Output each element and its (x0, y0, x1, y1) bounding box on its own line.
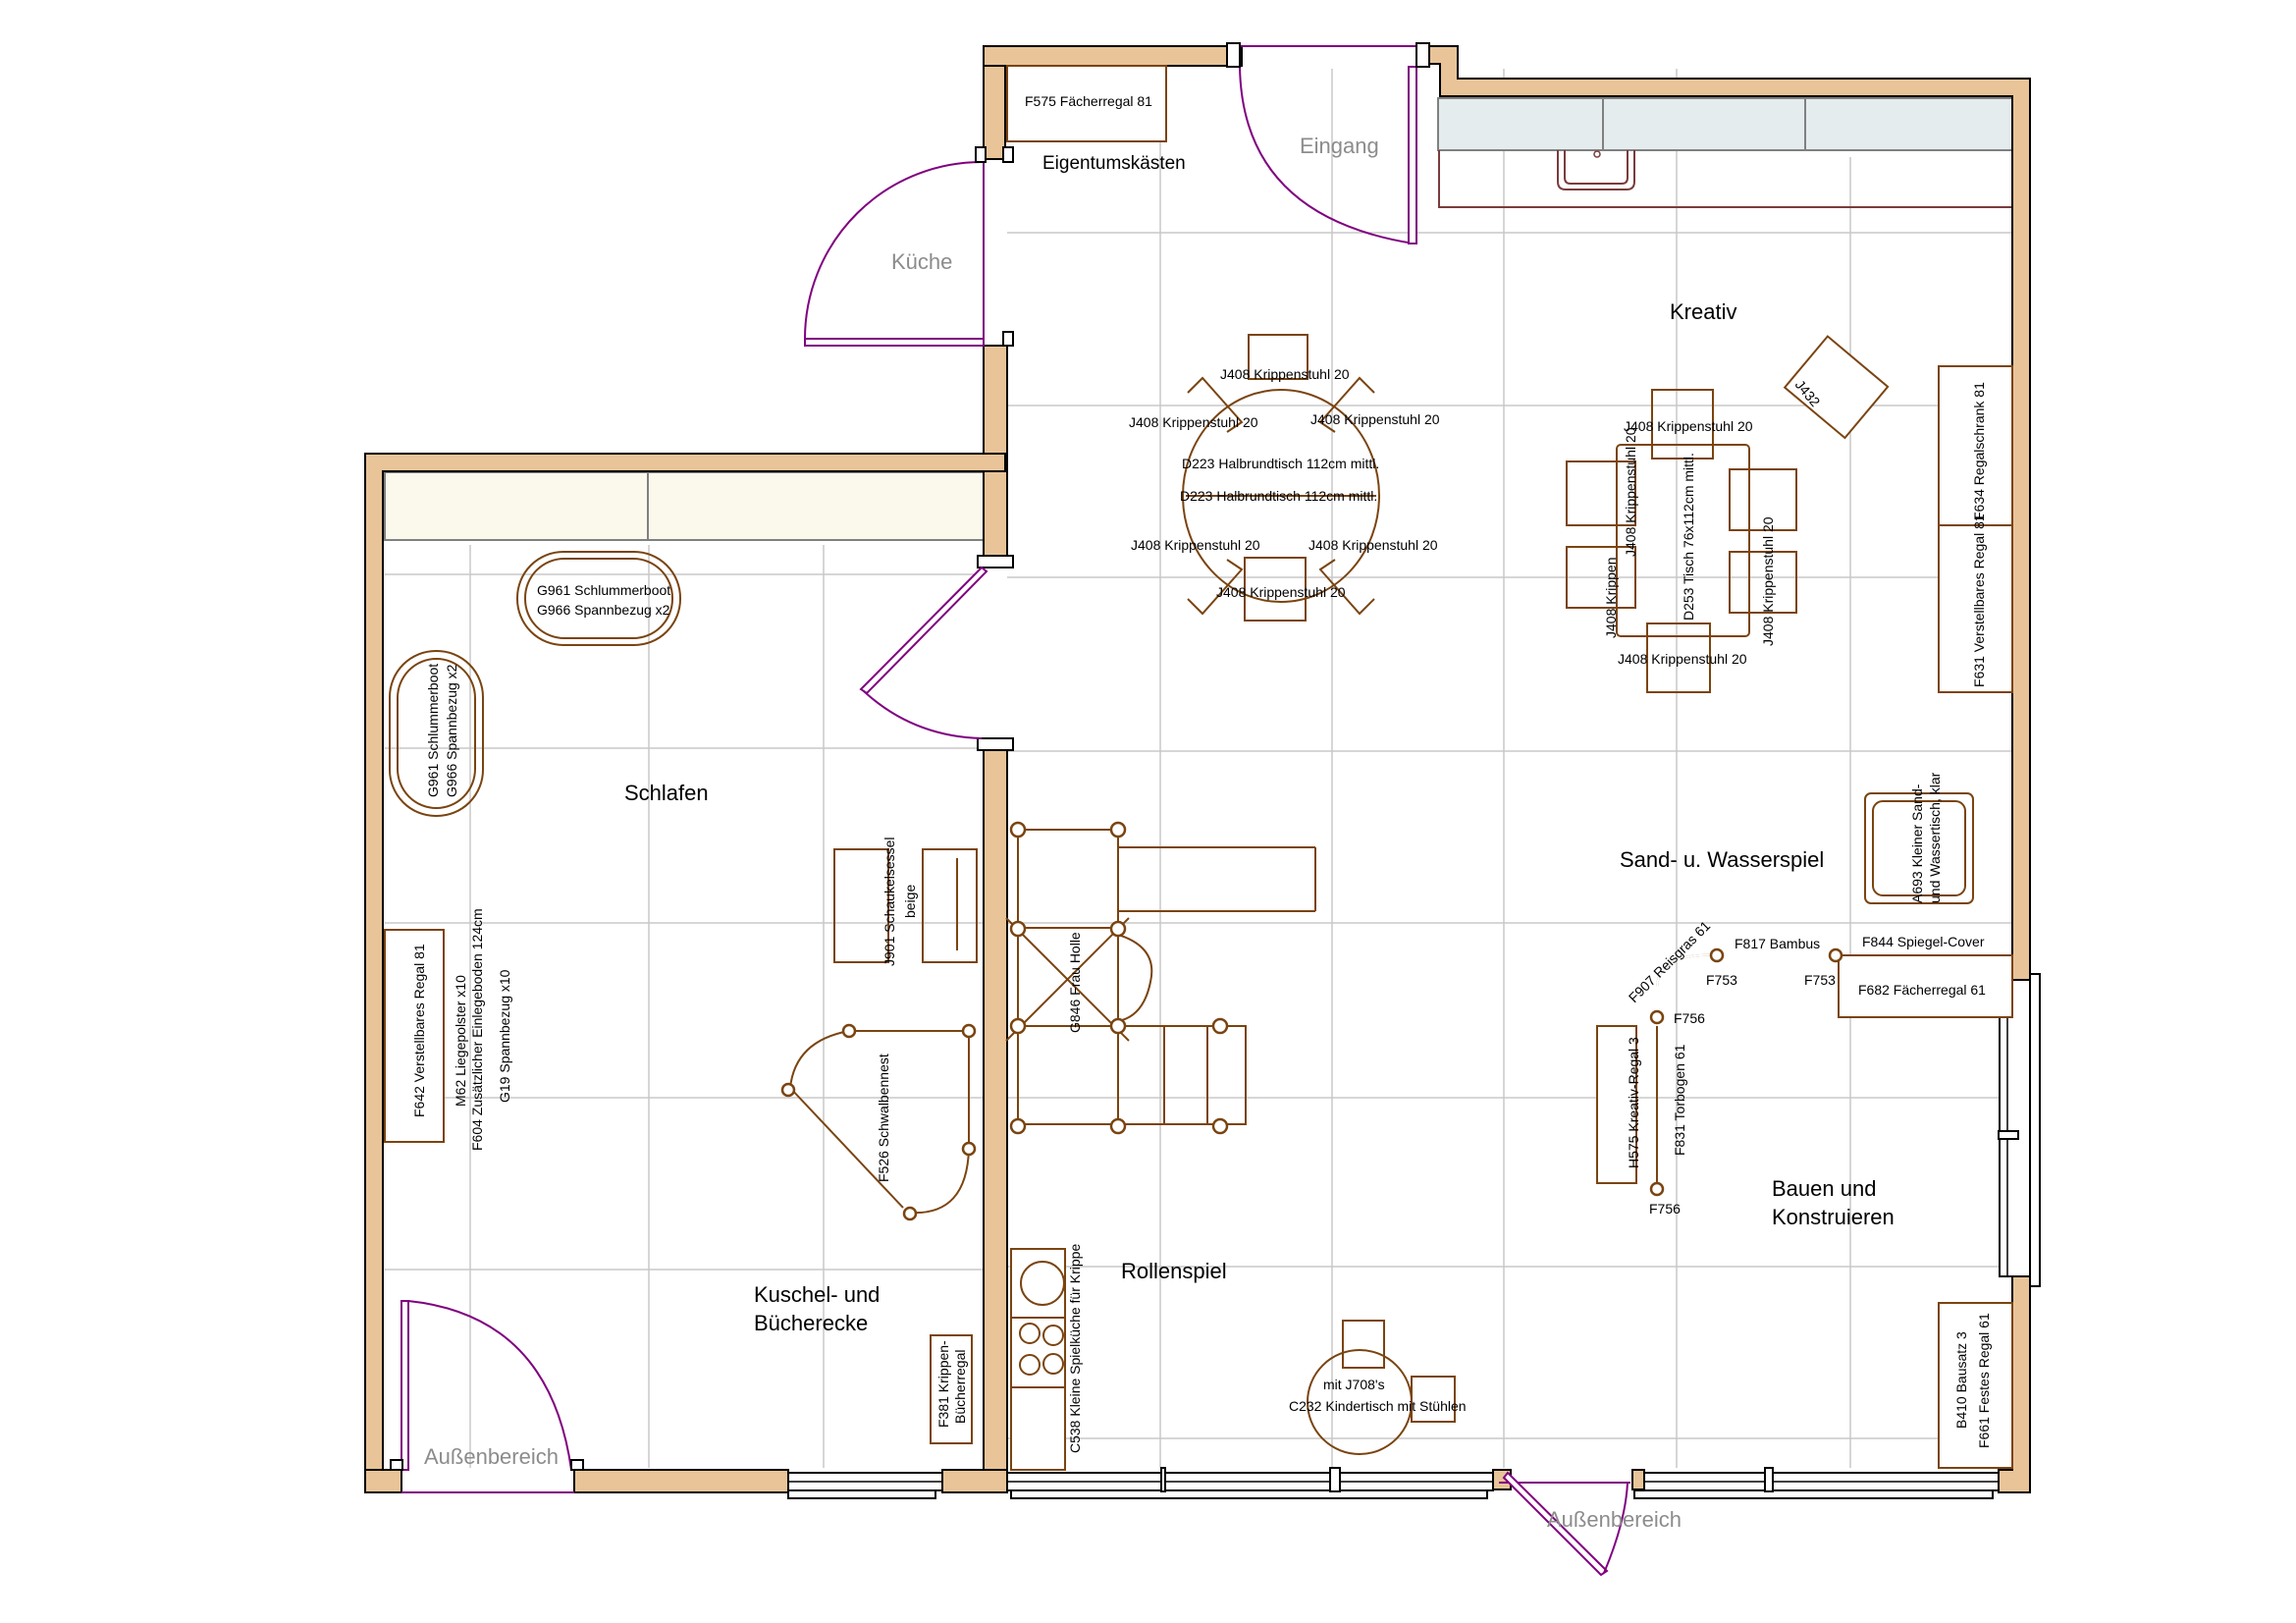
label-rect-chair-left-outer: J408 Krippen (1603, 557, 1619, 638)
label-c232-1: mit J708's (1323, 1377, 1385, 1392)
swallow-nest (780, 1023, 977, 1221)
door-aussenbereich-bottom (1499, 1471, 1630, 1577)
label-f753-b: F753 (1804, 972, 1836, 988)
label-j901-2: beige (902, 885, 918, 918)
windows (787, 973, 2041, 1499)
room-label-schlafen: Schlafen (624, 781, 709, 805)
floor-grid (385, 69, 2012, 1468)
label-g961-a-1: G961 Schlummerboot (537, 582, 670, 598)
sink-icon (1557, 150, 1635, 190)
room-label-bauen-1: Bauen und (1772, 1176, 1876, 1201)
play-kitchen (1010, 1248, 1066, 1471)
label-f634: F634 Regalschrank 81 (1971, 382, 1987, 520)
label-round-chair-lr: J408 Krippenstuhl 20 (1308, 537, 1438, 553)
chair-j432 (1783, 335, 1890, 440)
label-f575: F575 Fächerregal 81 (1025, 93, 1152, 109)
room-label-sand-wasser: Sand- u. Wasserspiel (1620, 847, 1824, 872)
label-f831: F831 Torbogen 61 (1672, 1044, 1687, 1156)
label-round-chair-bottom: J408 Krippenstuhl 20 (1216, 584, 1346, 600)
room-label-aussen-left: Außenbereich (424, 1444, 559, 1469)
label-g961-a-2: G966 Spannbezug x2 (537, 602, 670, 618)
shelf-f575 (1006, 65, 1167, 142)
door-aussenbereich-left (390, 1300, 584, 1493)
label-h575: H575 Kreativ-Regal 3 (1626, 1037, 1641, 1168)
label-g961-b-2: G966 Spannbezug x2 (444, 664, 459, 797)
room-label-eigentumskaesten: Eigentumskästen (1042, 153, 1186, 174)
label-round-chair-ur: J408 Krippenstuhl 20 (1310, 411, 1440, 427)
kids-table-c232 (1307, 1320, 1456, 1455)
room-label-rollenspiel: Rollenspiel (1121, 1259, 1227, 1283)
door-kueche (804, 146, 1014, 347)
play-structure-frau-holle (1005, 821, 1316, 1135)
door-eingang (1226, 42, 1430, 244)
shelf-f682 (1838, 954, 2013, 1018)
label-rect-chair-left-inner-b: J408 Krippenstuhl 20 (1623, 427, 1638, 557)
label-g19: G19 Spannbezug x10 (497, 969, 512, 1103)
shelf-b410-f661 (1938, 1302, 2013, 1469)
sleep-boat-vertical (389, 650, 484, 817)
label-round-table-bottom: D223 Halbrundtisch 112cm mittl. (1180, 488, 1377, 504)
sleep-boat-horizontal (516, 551, 681, 646)
item-labels: F575 Fächerregal 81 J408 Krippenstuhl 20… (537, 93, 1986, 1414)
label-round-chair-top: J408 Krippenstuhl 20 (1220, 366, 1350, 382)
rocking-chair (833, 848, 978, 963)
room-label-kueche: Küche (891, 249, 952, 274)
label-f631: F631 Verstellbares Regal 81 (1971, 514, 1987, 687)
sand-water-table (1864, 792, 1974, 904)
round-table-group (1182, 334, 1380, 622)
room-label-kreativ: Kreativ (1670, 299, 1736, 324)
label-f642: F642 Verstellbares Regal 81 (411, 944, 427, 1117)
label-round-chair-ul: J408 Krippenstuhl 20 (1129, 414, 1258, 430)
label-round-table-top: D223 Halbrundtisch 112cm mittl. (1182, 456, 1379, 471)
label-f661: F661 Festes Regal 61 (1976, 1313, 1992, 1448)
label-a693-2: und Wassertisch, klar (1927, 772, 1943, 903)
label-b410: B410 Bausatz 3 (1953, 1331, 1969, 1429)
label-g961-b-1: G961 Schlummerboot (425, 664, 441, 797)
counter-left-room (384, 471, 985, 541)
label-f817: F817 Bambus (1735, 936, 1820, 951)
bookshelf-f381 (930, 1334, 973, 1444)
label-f756-top: F756 (1674, 1010, 1705, 1026)
label-rect-chair-top: J408 Krippenstuhl 20 (1624, 418, 1753, 434)
item-labels-vertical: J408 Krippen J408 Krippenstuhl 20 J408 K… (411, 377, 1992, 1453)
label-c232-2: C232 Kindertisch mit Stühlen (1289, 1398, 1467, 1414)
label-rect-chair-bottom: J408 Krippenstuhl 20 (1618, 651, 1747, 667)
label-f844: F844 Spiegel-Cover (1862, 934, 1985, 949)
label-c538: C538 Kleine Spielküche für Krippe (1067, 1244, 1083, 1453)
label-f381-1: F381 Krippen- (935, 1340, 951, 1428)
label-f756-bottom: F756 (1649, 1201, 1681, 1217)
label-a693-1: A693 Kleiner Sand- (1909, 784, 1925, 903)
room-divider (1596, 947, 1843, 1197)
label-f753-a: F753 (1706, 972, 1737, 988)
room-labels: Küche Eingang Eigentumskästen Kreativ Sc… (424, 134, 1895, 1532)
label-f907: F907 Reisgras 61 (1626, 918, 1714, 1006)
label-f526: F526 Schwalbennest (876, 1054, 891, 1182)
label-f381-2: Bücherregal (952, 1350, 968, 1425)
room-label-aussen-bottom: Außenbereich (1547, 1507, 1682, 1532)
room-label-bauen-2: Konstruieren (1772, 1205, 1895, 1229)
room-label-kuschel-1: Kuschel- und (754, 1282, 880, 1307)
label-rect-table: D253 Tisch 76x112cm mittl. (1681, 453, 1696, 621)
label-g846: G846 Frau Holle (1067, 932, 1083, 1033)
counter-top-right (1437, 97, 2013, 208)
label-f682: F682 Fächerregal 61 (1858, 982, 1986, 998)
walls (364, 45, 2031, 1493)
room-label-kuschel-2: Bücherecke (754, 1311, 868, 1335)
label-j901-1: J901 Schaukelsessel (881, 837, 897, 966)
rect-table-group (1566, 389, 1797, 693)
room-label-eingang: Eingang (1300, 134, 1379, 158)
label-m62: M62 Liegepolster x10 (453, 975, 468, 1107)
label-round-chair-ll: J408 Krippenstuhl 20 (1131, 537, 1260, 553)
label-rect-chair-right-lower: J408 Krippenstuhl 20 (1760, 516, 1776, 646)
shelf-f631 (1938, 524, 2013, 693)
door-partition (859, 555, 1014, 751)
shelf-f642 (384, 929, 445, 1143)
label-f604: F604 Zusätzlicher Einlegeboden 124cm (469, 908, 485, 1151)
